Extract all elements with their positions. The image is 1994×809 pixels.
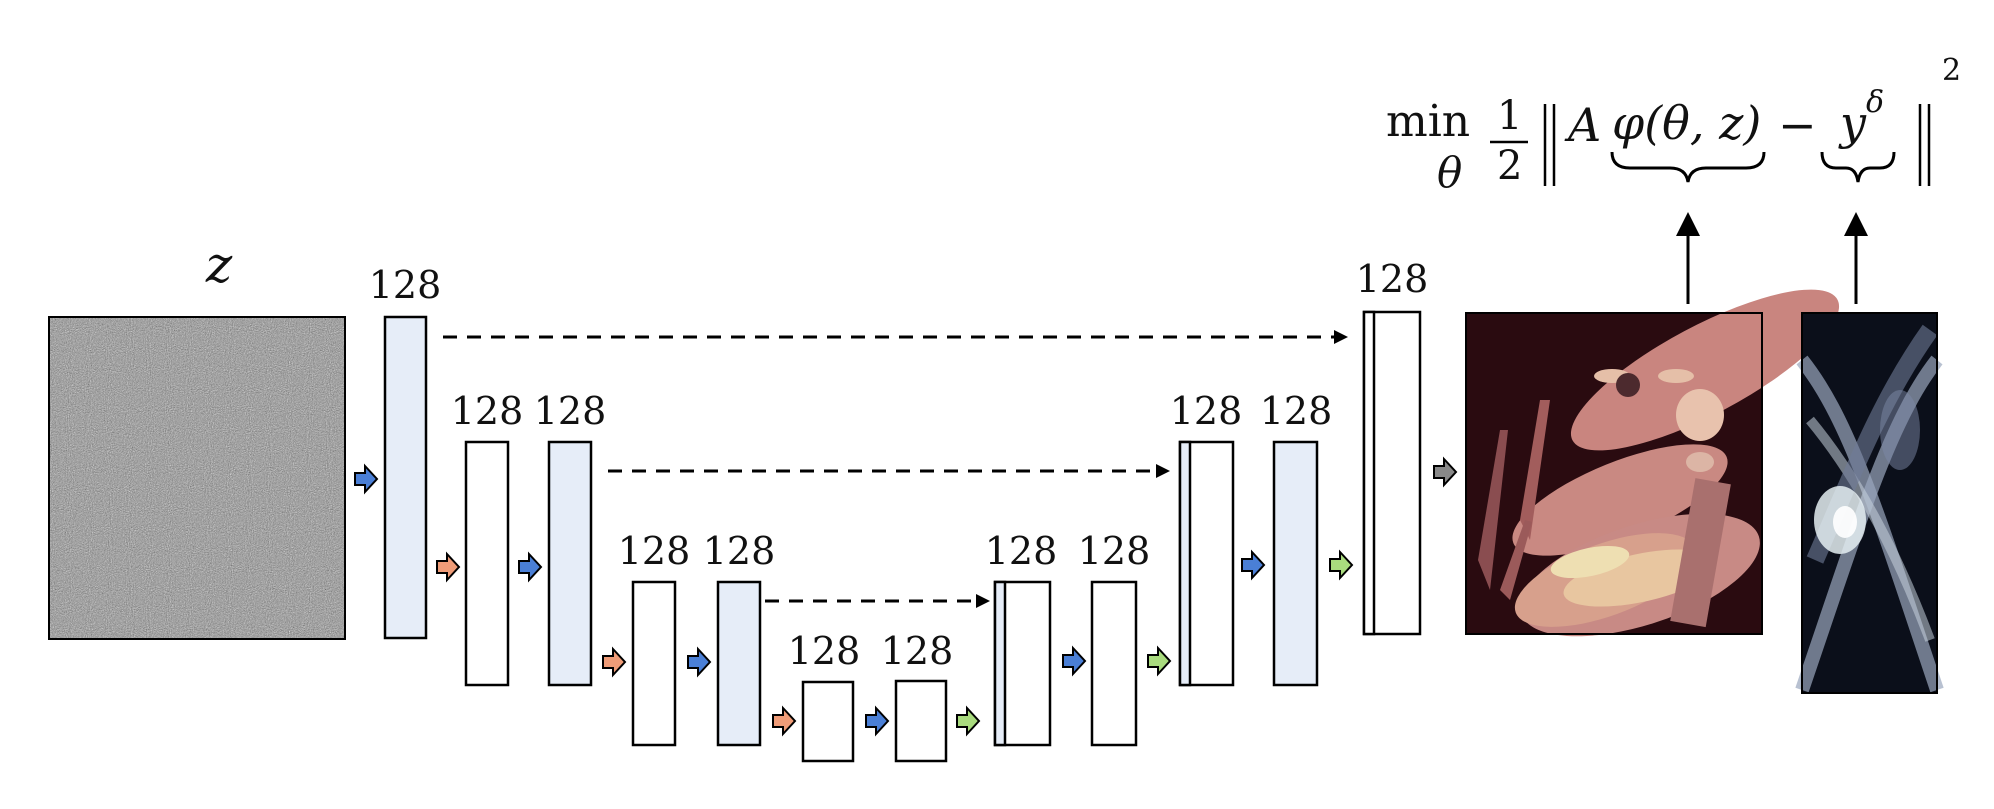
decoder-block-2: [1090, 580, 1138, 747]
encoder-block-5: [716, 580, 762, 747]
formula-frac-denominator: 2: [1497, 143, 1523, 189]
channel-count-label: 128: [533, 389, 607, 433]
arrow-downsample-icon: [772, 705, 797, 737]
decoder-block-1-skip: [993, 580, 1007, 747]
formula-delta-superscript: δ: [1866, 85, 1885, 120]
arrow-downsample-icon: [436, 551, 461, 583]
bottleneck-block-2: [894, 679, 948, 763]
formula-y: y: [1840, 96, 1866, 150]
decoder-block-4: [1272, 440, 1319, 687]
formula-subscript-theta: θ: [1437, 148, 1463, 197]
arrow-conv-icon: [518, 551, 543, 583]
input-symbol-z: z: [205, 236, 233, 294]
arrow-conv-icon: [1062, 645, 1087, 677]
formula-decorations: [1490, 104, 1931, 186]
formula-square-exponent: 2: [1942, 53, 1962, 88]
channel-count-label: 128: [984, 529, 1058, 573]
sinogram-image: [1795, 312, 1944, 694]
skip-connections: [443, 330, 1348, 608]
encoder-block-1: [383, 315, 428, 640]
channel-count-label: 128: [368, 263, 442, 307]
arrow-conv-icon: [865, 705, 890, 737]
feature-blocks: [383, 310, 1422, 763]
encoder-block-3: [547, 440, 593, 687]
formula-operator-A: A: [1568, 98, 1602, 152]
formula-min: min: [1386, 96, 1471, 147]
formula-frac-numerator: 1: [1497, 93, 1523, 139]
underbrace-phi: [1610, 151, 1766, 183]
channel-count-label: 128: [880, 629, 954, 673]
channel-count-label: 128: [1355, 257, 1429, 301]
channel-count-label: 128: [702, 529, 776, 573]
arrow-downsample-icon: [602, 646, 627, 678]
arrow-upsample-icon: [956, 705, 981, 737]
input-noise-image: [48, 316, 346, 640]
arrow-conv-icon: [354, 463, 379, 495]
arrow-upsample-icon: [1329, 549, 1354, 581]
channel-count-label: 128: [450, 389, 524, 433]
arrow-conv-icon: [1241, 549, 1266, 581]
reconstruction-image: [1465, 289, 1840, 637]
channel-count-label: 128: [1077, 529, 1151, 573]
decoder-block-5-skip: [1362, 310, 1376, 636]
encoder-block-4: [631, 580, 677, 747]
channel-count-label: 128: [1169, 389, 1243, 433]
objective-arrows: [1676, 212, 1868, 304]
decoder-block-3-skip: [1178, 440, 1192, 687]
channel-count-label: 128: [787, 629, 861, 673]
formula-minus: −: [1778, 98, 1817, 152]
arrow-conv-icon: [687, 646, 712, 678]
channel-count-label: 128: [617, 529, 691, 573]
encoder-block-2: [464, 440, 510, 687]
underbrace-y: [1820, 151, 1896, 183]
bottleneck-block-1: [801, 680, 855, 763]
channel-count-label: 128: [1259, 389, 1333, 433]
arrow-output-icon: [1433, 456, 1458, 488]
operation-arrows: [354, 456, 1458, 737]
arrow-upsample-icon: [1147, 645, 1172, 677]
formula-phi-theta-z: φ(θ, z): [1612, 96, 1762, 150]
